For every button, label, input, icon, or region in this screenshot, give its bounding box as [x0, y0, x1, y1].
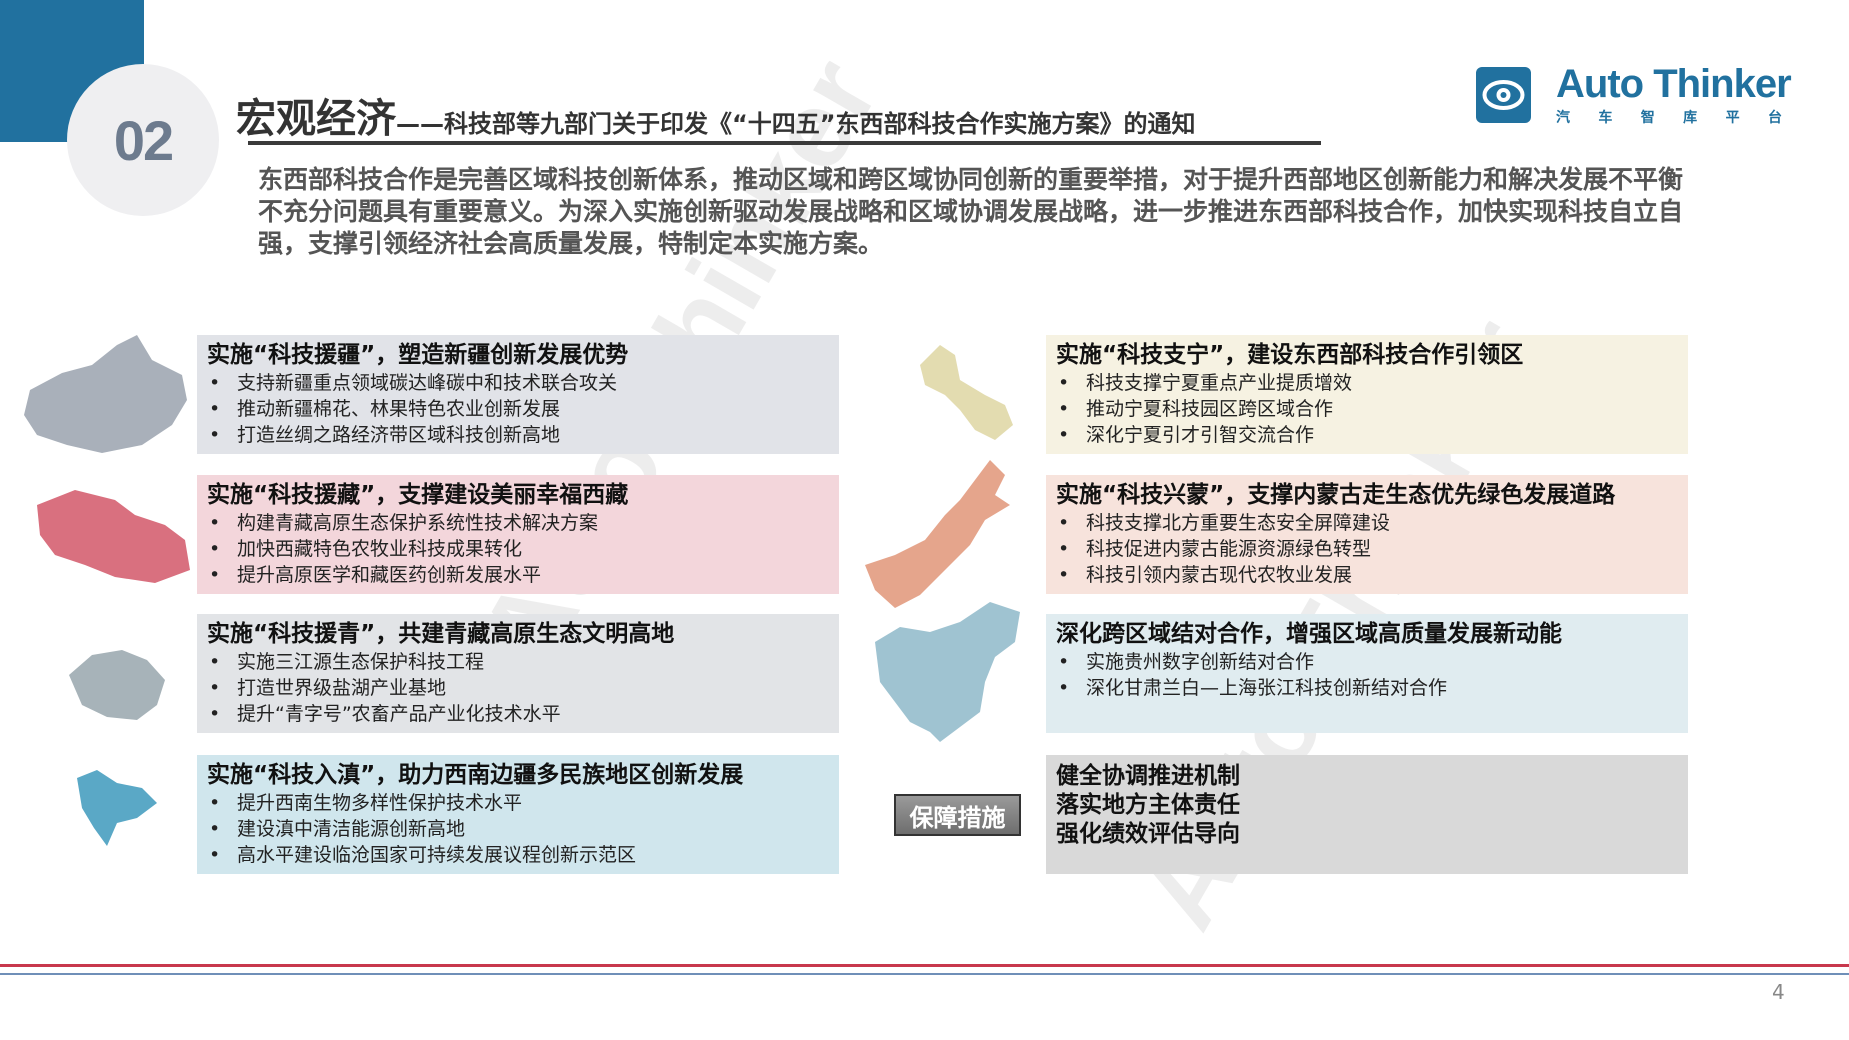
box-qinghai: 实施“科技援青”，共建青藏高原生态文明高地实施三江源生态保护科技工程打造世界级盐…	[197, 614, 839, 733]
logo-name: Auto Thinker	[1556, 62, 1792, 106]
logo-char: 汽	[1556, 110, 1570, 126]
list-item: 深化甘肃兰白—上海张江科技创新结对合作	[1056, 675, 1678, 701]
list-item: 深化宁夏引才引智交流合作	[1056, 422, 1678, 448]
xinjiang-map-icon	[24, 335, 187, 453]
list-item: 提升西南生物多样性保护技术水平	[207, 790, 829, 816]
box-title: 实施“科技支宁”，建设东西部科技合作引领区	[1056, 342, 1524, 368]
list-item: 打造世界级盐湖产业基地	[207, 675, 829, 701]
box-title: 实施“科技援疆”，塑造新疆创新发展优势	[207, 342, 629, 368]
tibet-map-icon	[37, 490, 190, 583]
list-item: 支持新疆重点领域碳达峰碳中和技术联合攻关	[207, 370, 829, 396]
guarantee-item: 强化绩效评估导向	[1056, 821, 1240, 847]
qinghai-map-icon	[69, 650, 165, 720]
ningxia-map-icon	[920, 345, 1013, 440]
logo-char: 平	[1725, 110, 1740, 126]
box-cross-region: 深化跨区域结对合作，增强区域高质量发展新动能实施贵州数字创新结对合作深化甘肃兰白…	[1046, 614, 1688, 733]
eye-logo-icon	[1476, 67, 1531, 123]
inner-mongolia-map-icon	[865, 460, 1010, 608]
box-guarantee: 健全协调推进机制落实地方主体责任强化绩效评估导向	[1046, 755, 1688, 874]
box-title: 实施“科技援青”，共建青藏高原生态文明高地	[207, 621, 675, 647]
section-number: 02	[67, 64, 219, 216]
list-item: 实施贵州数字创新结对合作	[1056, 649, 1678, 675]
box-title: 深化跨区域结对合作，增强区域高质量发展新动能	[1056, 621, 1562, 647]
list-item: 提升高原医学和藏医药创新发展水平	[207, 562, 829, 588]
list-item: 科技引领内蒙古现代农牧业发展	[1056, 562, 1678, 588]
logo-char: 台	[1767, 110, 1782, 126]
box-ningxia: 实施“科技支宁”，建设东西部科技合作引领区科技支撑宁夏重点产业提质增效推动宁夏科…	[1046, 335, 1688, 454]
title-sub: ——科技部等九部门关于印发《“十四五”东西部科技合作实施方案》的通知	[396, 110, 1196, 138]
logo-subtitle: 汽车智库平台	[1556, 107, 1782, 127]
box-title: 实施“科技入滇”，助力西南边疆多民族地区创新发展	[207, 762, 744, 788]
title-underline	[248, 141, 1321, 145]
footer-line-red	[0, 964, 1849, 967]
list-item: 科技支撑宁夏重点产业提质增效	[1056, 370, 1678, 396]
box-xinjiang: 实施“科技援疆”，塑造新疆创新发展优势支持新疆重点领域碳达峰碳中和技术联合攻关推…	[197, 335, 839, 454]
list-item: 科技促进内蒙古能源资源绿色转型	[1056, 536, 1678, 562]
list-item: 实施三江源生态保护科技工程	[207, 649, 829, 675]
box-yunnan: 实施“科技入滇”，助力西南边疆多民族地区创新发展提升西南生物多样性保护技术水平建…	[197, 755, 839, 874]
logo-char: 智	[1640, 110, 1655, 126]
list-item: 构建青藏高原生态保护系统性技术解决方案	[207, 510, 829, 536]
page-number: 4	[1772, 980, 1785, 1004]
title-main: 宏观经济	[236, 96, 396, 142]
box-title: 实施“科技兴蒙”，支撑内蒙古走生态优先绿色发展道路	[1056, 482, 1616, 508]
guarantee-item: 健全协调推进机制	[1056, 763, 1240, 789]
list-item: 打造丝绸之路经济带区域科技创新高地	[207, 422, 829, 448]
intro-paragraph: 东西部科技合作是完善区域科技创新体系，推动区域和跨区域协同创新的重要举措，对于提…	[258, 165, 1684, 258]
logo-char: 车	[1598, 110, 1613, 126]
list-item: 推动新疆棉花、林果特色农业创新发展	[207, 396, 829, 422]
yunnan-map-icon	[77, 770, 157, 846]
box-inner-mongolia: 实施“科技兴蒙”，支撑内蒙古走生态优先绿色发展道路科技支撑北方重要生态安全屏障建…	[1046, 475, 1688, 594]
list-item: 高水平建设临沧国家可持续发展议程创新示范区	[207, 842, 829, 868]
box-title: 实施“科技援藏”，支撑建设美丽幸福西藏	[207, 482, 629, 508]
footer-line-blue	[0, 973, 1849, 975]
list-item: 建设滇中清洁能源创新高地	[207, 816, 829, 842]
page-title: 宏观经济——科技部等九部门关于印发《“十四五”东西部科技合作实施方案》的通知	[236, 86, 1196, 144]
list-item: 加快西藏特色农牧业科技成果转化	[207, 536, 829, 562]
list-item: 提升“青字号”农畜产品产业化技术水平	[207, 701, 829, 727]
list-item: 推动宁夏科技园区跨区域合作	[1056, 396, 1678, 422]
logo-char: 库	[1683, 110, 1698, 126]
list-item: 科技支撑北方重要生态安全屏障建设	[1056, 510, 1678, 536]
box-tibet: 实施“科技援藏”，支撑建设美丽幸福西藏构建青藏高原生态保护系统性技术解决方案加快…	[197, 475, 839, 594]
china-map-icon	[875, 602, 1020, 742]
guarantee-label: 保障措施	[894, 794, 1021, 836]
guarantee-item: 落实地方主体责任	[1056, 792, 1240, 818]
